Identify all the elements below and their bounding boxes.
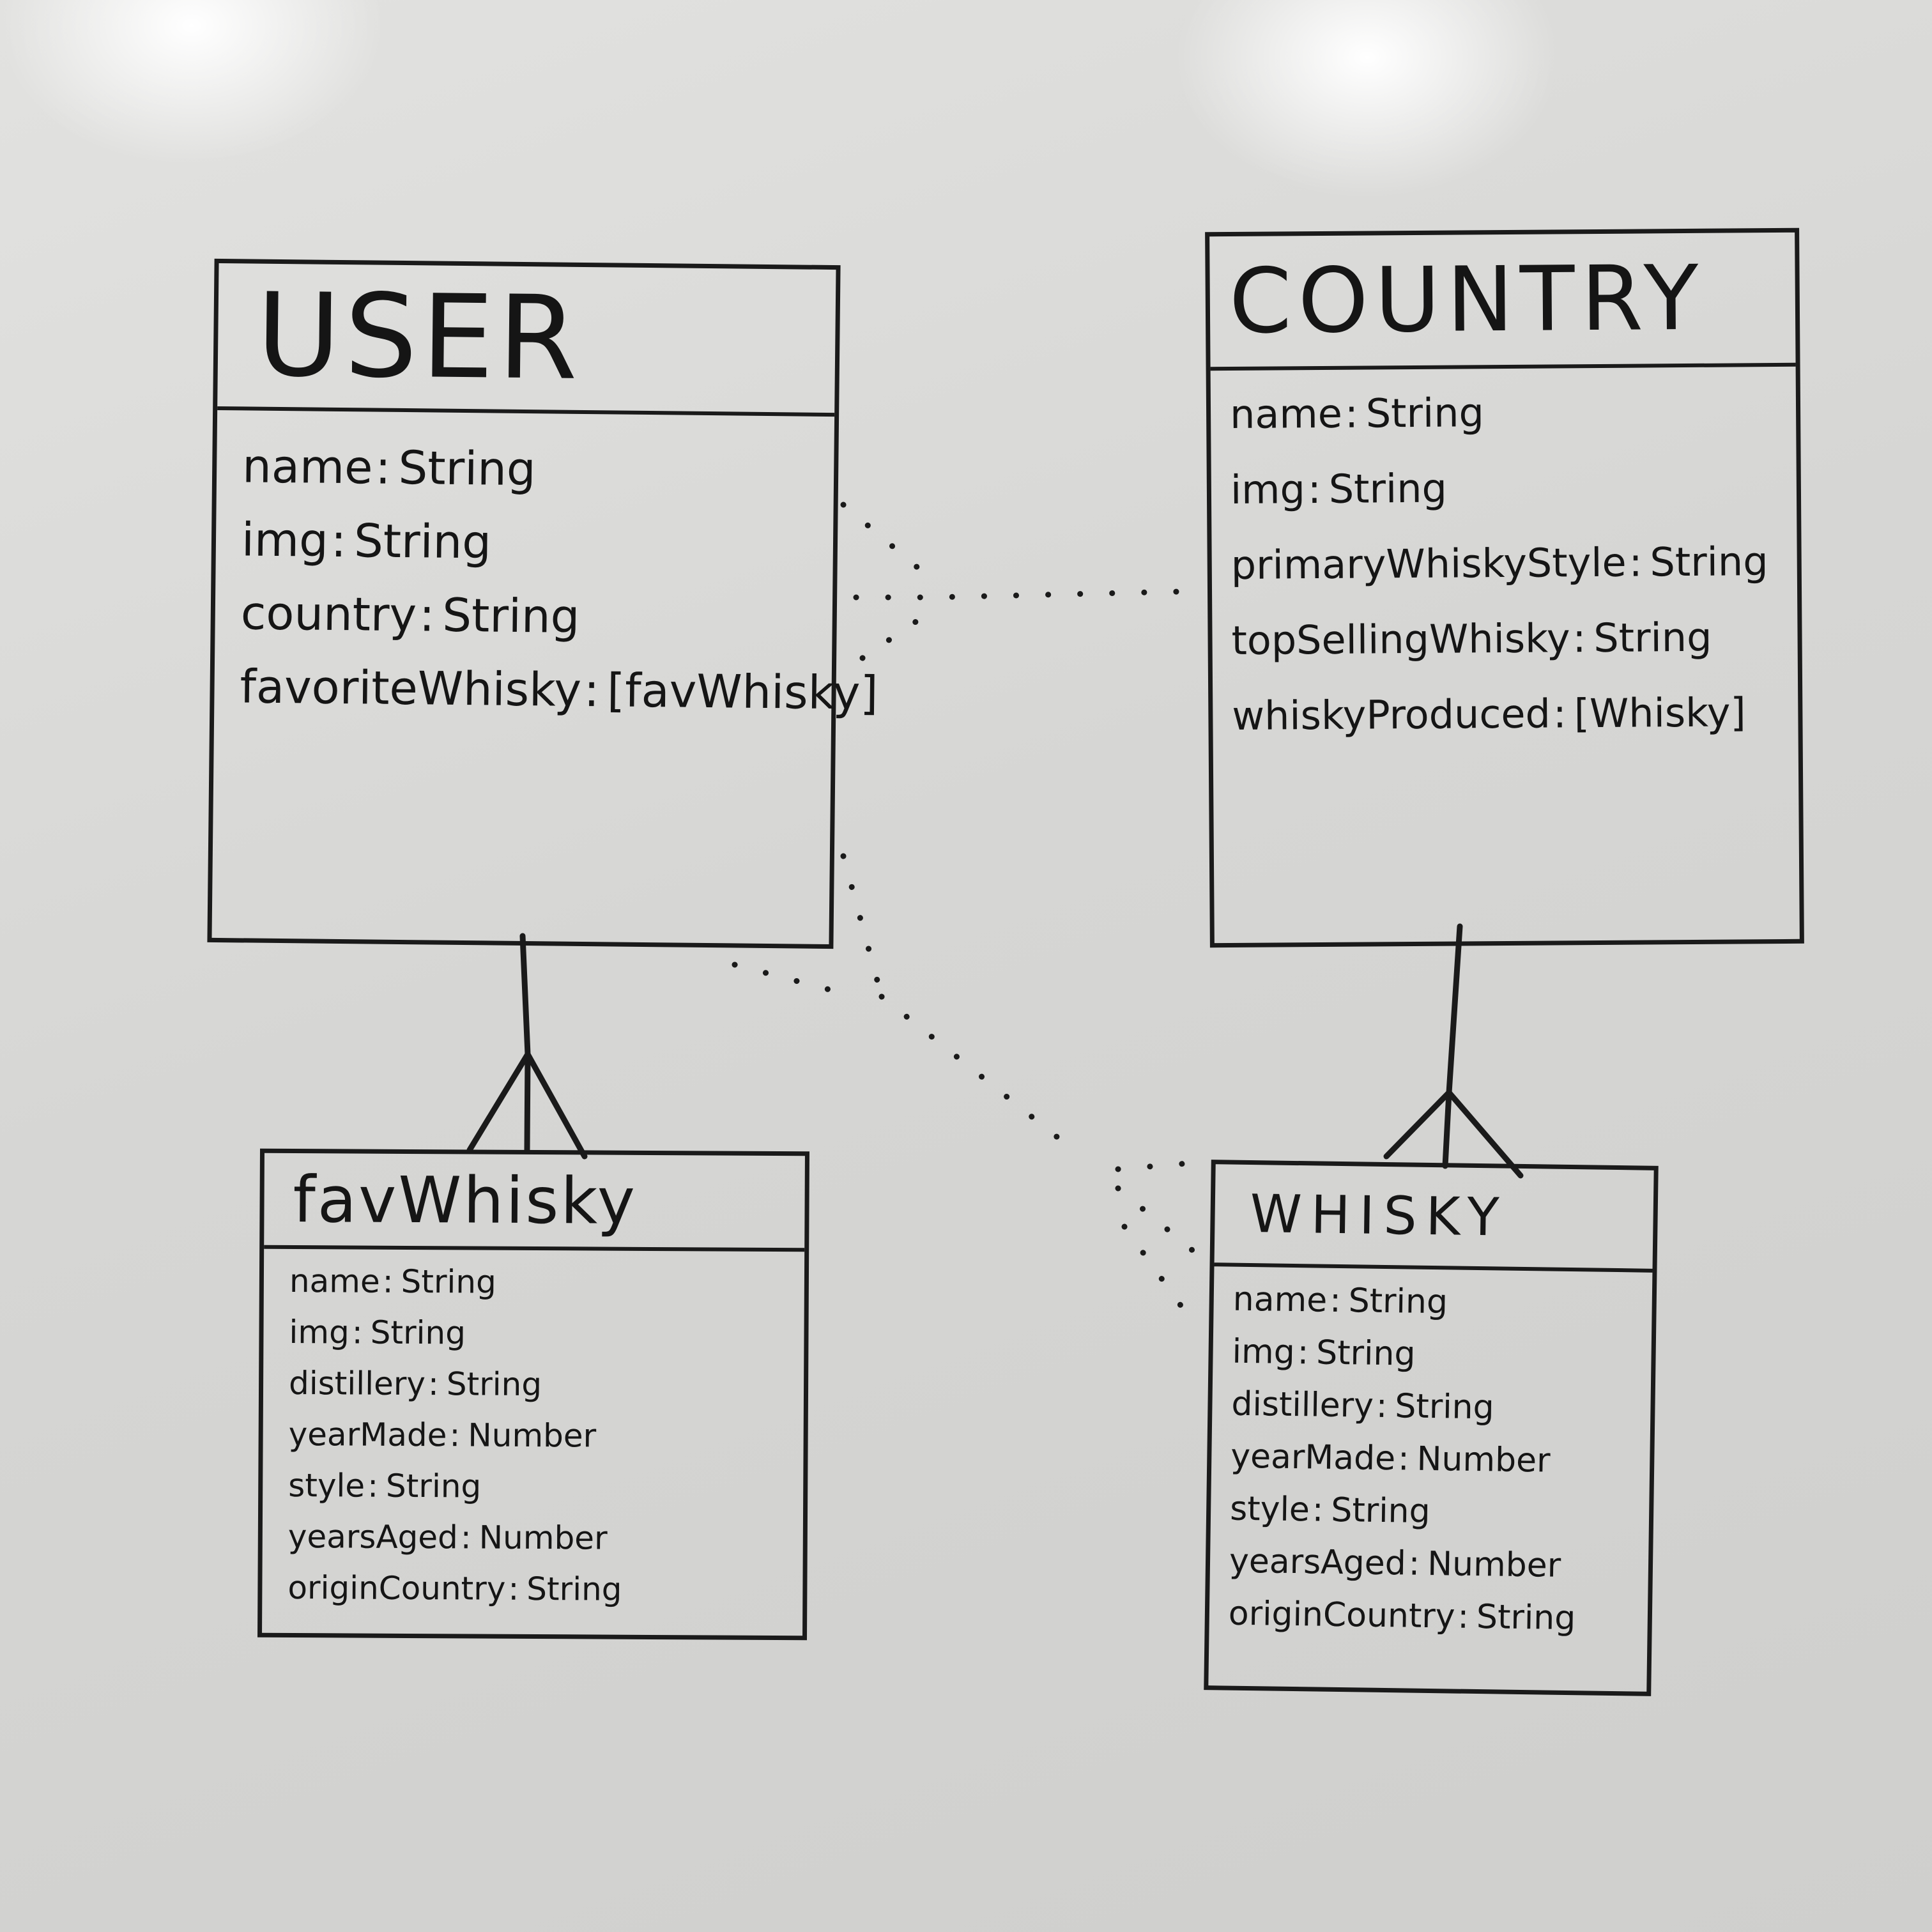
field-name: yearsAged — [1229, 1542, 1407, 1583]
field-name: country — [240, 586, 417, 642]
field-type: String — [1348, 1282, 1448, 1322]
favwhisky-entity-title: favWhisky — [293, 1162, 638, 1239]
field-name: primaryWhiskyStyle — [1230, 539, 1627, 588]
user-entity: USER name:String img:String country:Stri… — [207, 258, 878, 949]
favwhisky-field: img:String — [289, 1313, 466, 1352]
user-entity-title: USER — [256, 268, 583, 406]
field-name: yearMade — [288, 1415, 447, 1454]
favwhisky-field: yearMade:Number — [288, 1415, 597, 1455]
field-name: distillery — [1231, 1384, 1374, 1425]
field-name: distillery — [288, 1364, 426, 1403]
country-whisky-relationship — [1383, 923, 1524, 1179]
whisky-field: distillery:String — [1231, 1384, 1495, 1427]
field-name: name — [289, 1262, 380, 1300]
user-field: country:String — [240, 586, 580, 643]
field-type: String — [401, 1262, 496, 1301]
field-name: name — [241, 439, 373, 494]
field-name: img — [289, 1313, 349, 1351]
country-entity-title: COUNTRY — [1229, 246, 1705, 354]
field-name: whiskyProduced — [1232, 690, 1551, 739]
whisky-entity-header: WHISKY — [1214, 1164, 1654, 1273]
field-name: img — [1232, 1332, 1296, 1372]
favwhisky-field: yearsAged:Number — [288, 1517, 608, 1557]
whisky-field: style:String — [1229, 1489, 1431, 1531]
field-type: Number — [468, 1416, 597, 1455]
favwhisky-field: style:String — [288, 1466, 482, 1505]
whisky-field: originCountry:String — [1228, 1594, 1576, 1638]
field-name: originCountry — [1228, 1594, 1455, 1636]
favwhisky-entity-header: favWhisky — [264, 1153, 805, 1252]
whisky-field: yearsAged:Number — [1229, 1542, 1561, 1585]
field-name: yearMade — [1230, 1437, 1396, 1478]
field-name: style — [1229, 1489, 1310, 1529]
user-field: img:String — [241, 512, 492, 569]
country-field: name:String — [1229, 389, 1485, 438]
whisky-field: yearMade:Number — [1230, 1437, 1551, 1480]
field-type: String — [446, 1365, 542, 1404]
favwhisky-field: originCountry:String — [288, 1568, 622, 1608]
field-type: String — [1315, 1333, 1416, 1374]
favwhisky-entity: favWhisky name:String img:String distill… — [257, 1148, 809, 1641]
country-field: img:String — [1230, 464, 1448, 513]
field-name: style — [288, 1466, 365, 1505]
field-type: String — [398, 440, 536, 496]
field-type: Number — [1427, 1544, 1561, 1585]
field-type: String — [1476, 1598, 1576, 1638]
user-field-list: name:String img:String country:String fa… — [214, 410, 878, 730]
whisky-field: name:String — [1232, 1280, 1448, 1322]
field-type: String — [1593, 613, 1712, 662]
whisky-field-list: name:String img:String distillery:String… — [1209, 1266, 1652, 1646]
country-entity-header: COUNTRY — [1209, 232, 1796, 371]
field-type: String — [370, 1314, 466, 1352]
field-type: Number — [479, 1519, 608, 1557]
user-field: name:String — [241, 439, 536, 496]
user-field: favoriteWhisky:[favWhisky] — [240, 659, 878, 720]
field-name: img — [1230, 466, 1306, 513]
field-type: String — [1328, 464, 1448, 512]
field-type: String — [1650, 538, 1768, 586]
field-type: [favWhisky] — [606, 663, 878, 720]
field-name: name — [1229, 390, 1343, 438]
country-field: whiskyProduced:[Whisky] — [1232, 689, 1746, 739]
field-name: originCountry — [288, 1568, 506, 1607]
field-type: String — [1395, 1387, 1495, 1427]
field-name: topSellingWhisky — [1231, 615, 1570, 664]
country-entity: COUNTRY name:String img:String primaryWh… — [1205, 227, 1804, 948]
country-field: primaryWhiskyStyle:String — [1230, 538, 1768, 588]
field-name: yearsAged — [288, 1517, 459, 1556]
country-field-list: name:String img:String primaryWhiskyStyl… — [1211, 367, 1798, 754]
country-field: topSellingWhisky:String — [1231, 613, 1712, 664]
field-name: name — [1232, 1280, 1328, 1320]
field-type: Number — [1416, 1439, 1551, 1480]
field-type: String — [353, 514, 492, 569]
user-favwhisky-relationship — [466, 933, 588, 1160]
field-type: String — [526, 1570, 622, 1608]
whisky-field: img:String — [1232, 1332, 1416, 1374]
field-type: String — [441, 588, 580, 643]
field-type: String — [385, 1467, 482, 1505]
field-name: favoriteWhisky — [240, 659, 582, 717]
field-name: img — [241, 512, 329, 567]
whisky-entity-title: WHISKY — [1249, 1183, 1509, 1248]
favwhisky-field: distillery:String — [288, 1364, 542, 1404]
field-type: String — [1365, 389, 1485, 437]
user-entity-header: USER — [217, 263, 836, 417]
user-country-dotted-link — [840, 502, 1211, 661]
field-type: String — [1331, 1491, 1431, 1531]
favwhisky-field: name:String — [289, 1262, 496, 1301]
favwhisky-field-list: name:String img:String distillery:String… — [262, 1249, 804, 1616]
whisky-entity: WHISKY name:String img:String distillery… — [1204, 1160, 1659, 1696]
field-type: [Whisky] — [1574, 689, 1746, 737]
